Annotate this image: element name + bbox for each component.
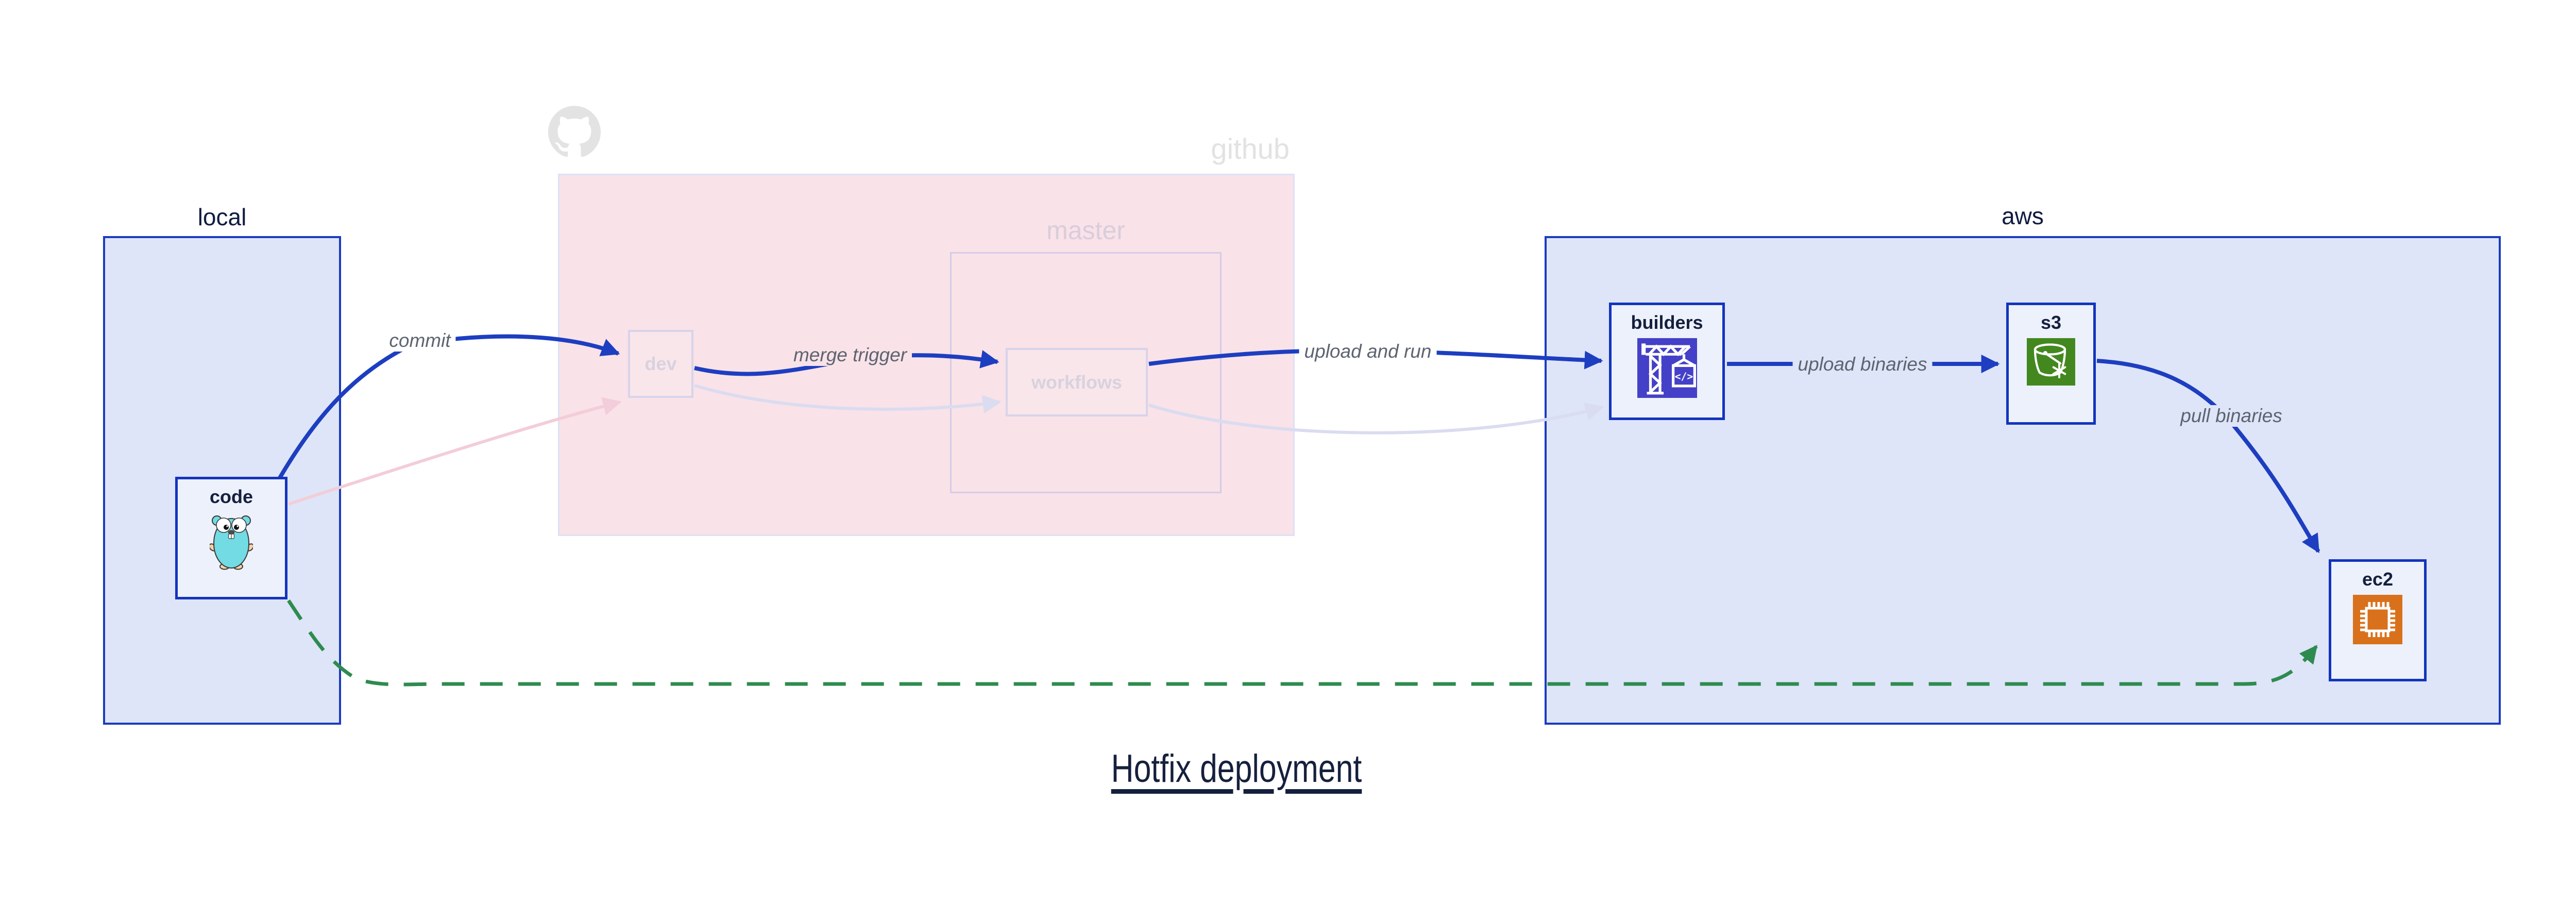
node-builders-label: builders <box>1631 312 1703 333</box>
github-octocat-icon <box>548 106 601 157</box>
s3-glacier-bucket-icon <box>2027 338 2075 386</box>
node-s3-label: s3 <box>2040 312 2062 333</box>
node-ec2-label: ec2 <box>2362 569 2394 590</box>
edge-merge-trigger-label: merge trigger <box>788 344 912 366</box>
region-aws-label: aws <box>2002 203 2044 229</box>
edge-pull-binaries-label: pull binaries <box>2175 405 2287 427</box>
edge-upload-and-run-label: upload and run <box>1299 341 1437 362</box>
node-builders: builders </> <box>1609 303 1725 420</box>
svg-text:</>: </> <box>1674 371 1693 382</box>
region-local-label: local <box>197 204 247 230</box>
node-dev-label: dev <box>645 353 677 375</box>
node-code: code <box>175 477 287 599</box>
region-github-label: github <box>1211 132 1290 165</box>
node-code-label: code <box>209 486 253 507</box>
edge-dev-to-workflows-dim <box>694 384 1002 414</box>
node-ec2: ec2 <box>2329 559 2427 681</box>
edge-upload-binaries-label: upload binaries <box>1792 354 1933 375</box>
diagram-title: Hotfix deployment <box>1111 747 1362 791</box>
region-master-label: master <box>1046 216 1125 245</box>
edge-pull-binaries-line <box>2096 359 2320 554</box>
edge-commit-line <box>278 334 620 479</box>
node-workflows: workflows <box>1006 348 1148 416</box>
codebuild-crane-icon: </> <box>1637 338 1697 398</box>
region-master <box>950 252 1222 493</box>
edge-commit-label: commit <box>384 330 456 352</box>
edge-workflows-to-builders-dim <box>1148 403 1604 435</box>
go-gopher-icon <box>210 512 253 570</box>
ec2-chip-icon <box>2353 594 2402 644</box>
node-s3: s3 <box>2006 303 2096 425</box>
node-dev: dev <box>628 330 693 398</box>
node-workflows-label: workflows <box>1031 371 1123 393</box>
edge-code-to-dev-dim <box>288 397 622 506</box>
edge-code-to-ec2-dashed <box>287 599 2318 687</box>
